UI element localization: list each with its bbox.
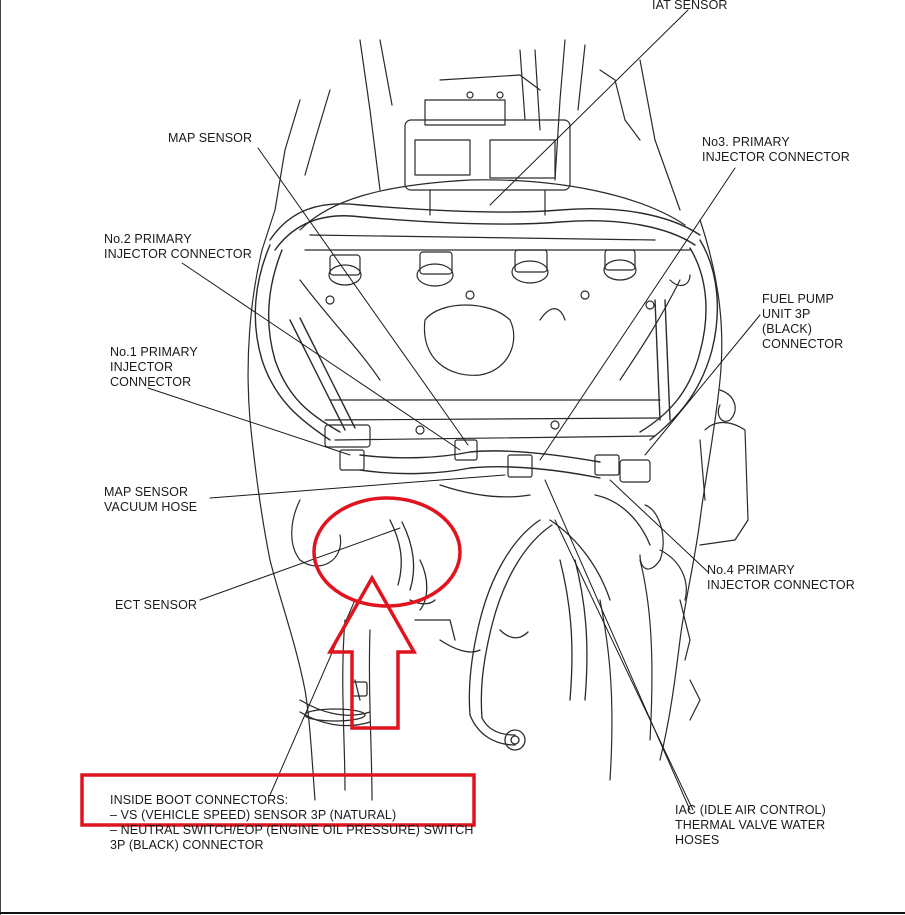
label-no4-primary-injector-connector: No.4 PRIMARY INJECTOR CONNECTOR: [707, 563, 855, 592]
label-iat-sensor: IAT SENSOR: [652, 0, 728, 12]
lower-hoses: [299, 484, 651, 751]
injector-connectors: [324, 424, 651, 483]
page-bottom-border: [0, 912, 905, 914]
wiring-harness: [254, 203, 719, 479]
inside-boot-highlight-box: [80, 773, 476, 827]
leader-lines: [147, 9, 761, 811]
upward-pointer-arrow: [326, 574, 418, 730]
label-no1-primary-injector-connector: No.1 PRIMARY INJECTOR CONNECTOR: [110, 345, 198, 389]
label-map-sensor: MAP SENSOR: [168, 131, 253, 145]
label-fuel-pump-unit-connector: FUEL PUMP UNIT 3P (BLACK) CONNECTOR: [762, 292, 844, 351]
label-no3-primary-injector-connector: No3. PRIMARY INJECTOR CONNECTOR: [702, 135, 850, 164]
highlight-annotations: [80, 496, 476, 827]
label-ect-sensor: ECT SENSOR: [115, 598, 198, 612]
label-no2-primary-injector-connector: No.2 PRIMARY INJECTOR CONNECTOR: [104, 232, 252, 261]
label-iac-thermal-valve-water-hoses: IAC (IDLE AIR CONTROL) THERMAL VALVE WAT…: [675, 803, 826, 847]
ect-sensor-highlight-circle: [312, 496, 462, 608]
cylinder-head: [299, 179, 691, 441]
label-map-sensor-vacuum-hose: MAP SENSOR VACUUM HOSE: [104, 485, 198, 514]
right-side-details: [659, 274, 736, 721]
label-inside-boot-connectors: INSIDE BOOT CONNECTORS: – VS (VEHICLE SP…: [110, 793, 474, 852]
page-left-edge: [0, 0, 1, 915]
frame-outline: [247, 39, 749, 801]
ecu-module: [404, 49, 571, 216]
